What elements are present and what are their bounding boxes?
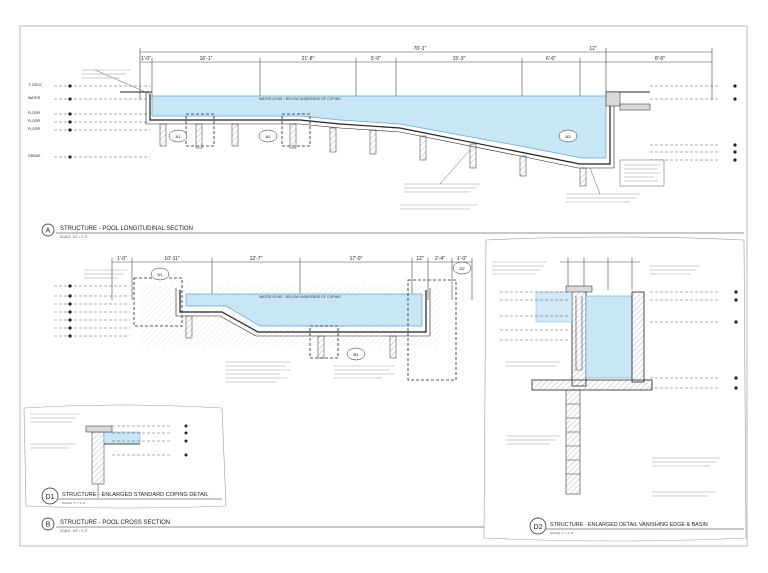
section-a-scale: SCALE: 1/4" = 1'-0" [60,235,88,239]
dim-a-2: 16'-1" [200,56,213,62]
svg-text:FLOOR: FLOOR [28,127,41,131]
detail-d1-title-block: D1 STRUCTURE - ENLARGED STANDARD COPING … [41,487,222,505]
detail-d2-marker: D2 [534,524,543,531]
detail-d2-drawing [483,236,747,542]
svg-text:T/ DECK: T/ DECK [28,83,42,87]
section-a-water-note: WATER LEVEL / BELOW UNDERSIDE OF COPING [259,97,341,101]
callout-a3: A3 [566,134,572,139]
svg-text:GRADE: GRADE [28,154,41,158]
svg-text:FLOOR: FLOOR [28,119,41,123]
dim-a-4: 5'-0" [371,56,381,62]
dim-b-2: 10'-11" [164,256,179,262]
svg-text:WATER: WATER [28,96,41,100]
dim-b-3: 12'-7" [250,256,263,262]
dim-a-1: 1'-0" [141,56,151,62]
section-b-marker: B [46,522,51,529]
dim-a-6: 6'-6" [546,56,556,62]
section-a-elevation-markers: T/ DECK WATER FLOOR FLOOR FLOOR GRADE [28,83,42,158]
section-b-title: STRUCTURE - POOL CROSS SECTION [60,520,170,526]
callout-a1: A1 [176,134,182,139]
detail-d2-title: STRUCTURE - ENLARGED DETAIL VANISHING ED… [550,522,708,528]
callout-a2: A2 [266,134,272,139]
section-a-marker: A [46,228,51,235]
dim-a-5: 15'-3" [453,56,466,62]
section-a-title-block: A STRUCTURE - POOL LONGITUDINAL SECTION … [41,223,744,239]
section-b-drawing: 1'-0" 10'-11" 12'-7" 17'-0" 12" 2'-4" 1'… [54,256,473,383]
dim-a-7: 12" [589,46,597,52]
section-a-overall-dim: 70'-1" [414,46,427,52]
dim-b-5: 12" [416,256,424,262]
dim-b-1: 1'-0" [117,256,127,262]
callout-d2: D2 [459,266,465,271]
section-b-title-block: B STRUCTURE - POOL CROSS SECTION SCALE: … [41,517,484,533]
dim-a-3: 21'-8" [302,56,315,62]
detail-d2-scale: SCALE: 1" = 1'-0" [550,531,574,535]
section-a-callouts: A1 A2 A3 [168,129,578,143]
dim-b-4: 17'-0" [350,256,363,262]
svg-text:FLOOR: FLOOR [28,111,41,115]
section-b-water-note: WATER LEVEL / BELOW UNDERSIDE OF COPING [259,295,341,299]
callout-d1: D1 [157,272,163,277]
section-b-callouts: D1 B1 D2 [150,261,472,361]
section-a-title: STRUCTURE - POOL LONGITUDINAL SECTION [60,226,193,232]
detail-d1-marker: D1 [46,494,55,501]
detail-d2-title-block: D2 STRUCTURE - ENLARGED DETAIL VANISHING… [529,517,744,535]
sheet-border [19,25,748,547]
detail-d1-drawing [23,404,227,509]
callout-b1: B1 [354,352,360,357]
section-b-scale: SCALE: 1/4" = 1'-0" [60,529,88,533]
detail-d1-title: STRUCTURE - ENLARGED STANDARD COPING DET… [62,492,209,498]
dim-a-8: 8'-9" [655,56,665,62]
dim-b-7: 1'-0" [457,256,467,262]
detail-d1-scale: SCALE: 1" = 1'-0" [62,501,86,505]
dim-b-6: 2'-4" [435,256,445,262]
section-a-drawing: 70'-1" 1'-0" 16'-1" 21'-8" 5'-0" 15'-3" … [28,46,737,210]
